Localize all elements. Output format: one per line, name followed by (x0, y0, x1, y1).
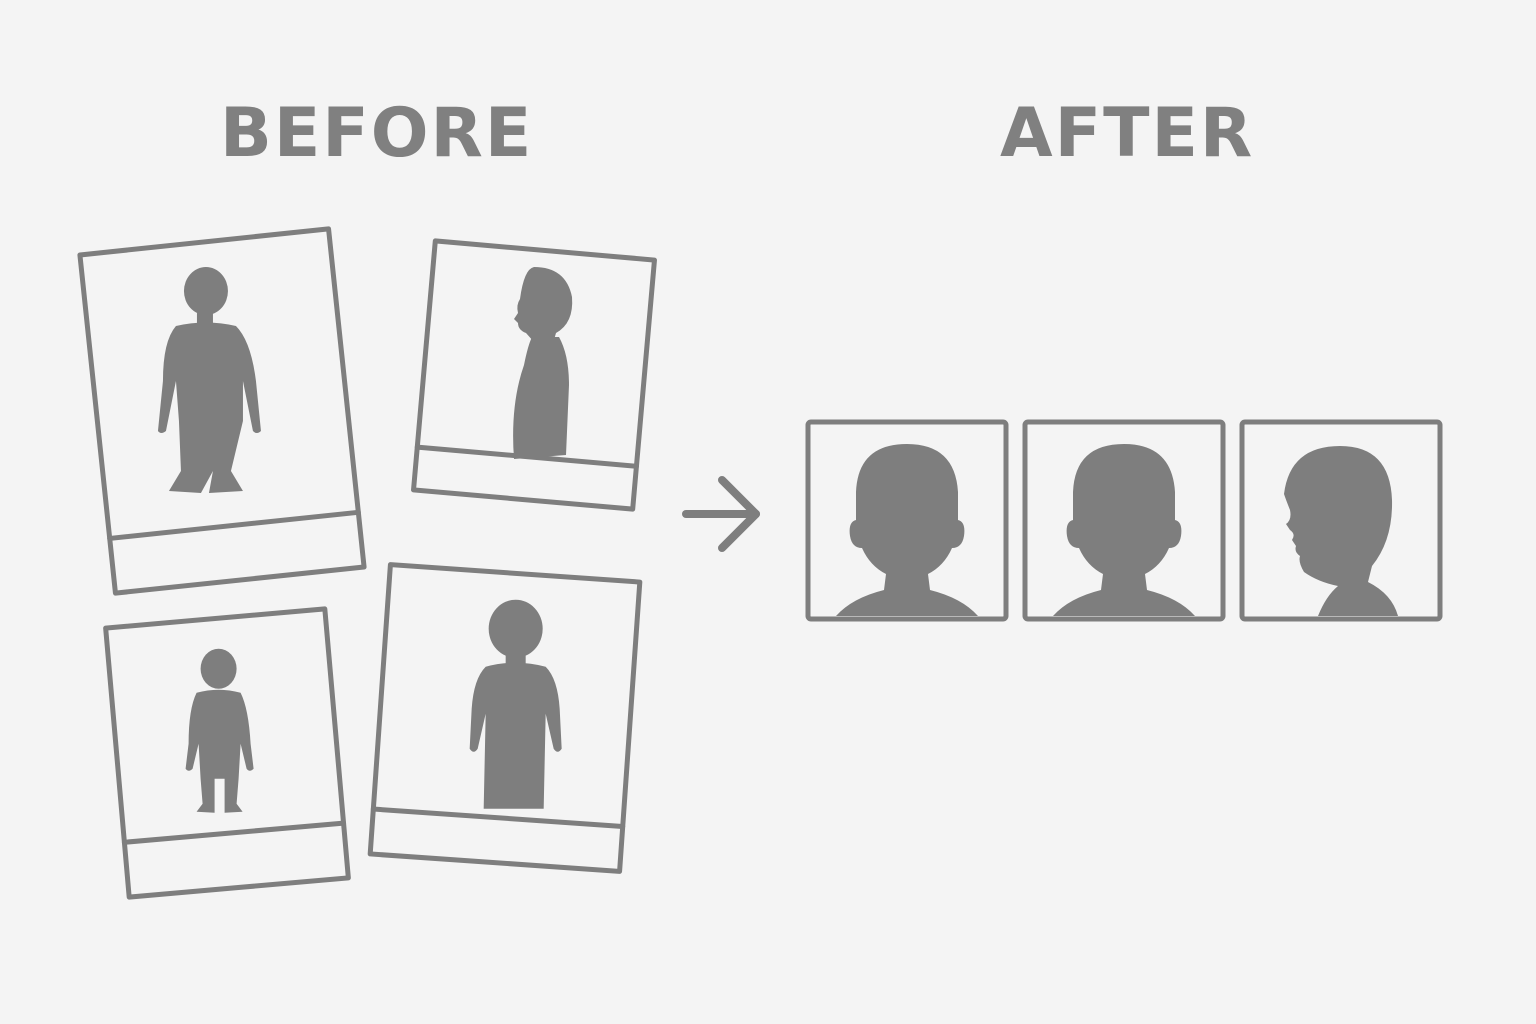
child-full-body-icon (185, 648, 254, 813)
child-head-front-icon (836, 444, 978, 616)
child-head-profile-icon (1284, 446, 1398, 616)
before-photo-2 (411, 238, 657, 512)
before-photo-4 (367, 562, 643, 874)
after-photo-1 (805, 419, 1009, 622)
before-photo-1 (77, 226, 367, 596)
arrow-right-icon (682, 476, 760, 552)
child-full-body-icon (157, 267, 261, 494)
after-heading: AFTER (1000, 94, 1255, 173)
before-heading: BEFORE (220, 94, 534, 173)
child-head-front-icon (1053, 444, 1195, 616)
child-side-profile-icon (513, 267, 573, 459)
child-half-body-icon (469, 599, 562, 809)
after-photo-3 (1239, 419, 1443, 622)
before-photo-3 (103, 606, 351, 900)
after-photo-2 (1022, 419, 1226, 622)
